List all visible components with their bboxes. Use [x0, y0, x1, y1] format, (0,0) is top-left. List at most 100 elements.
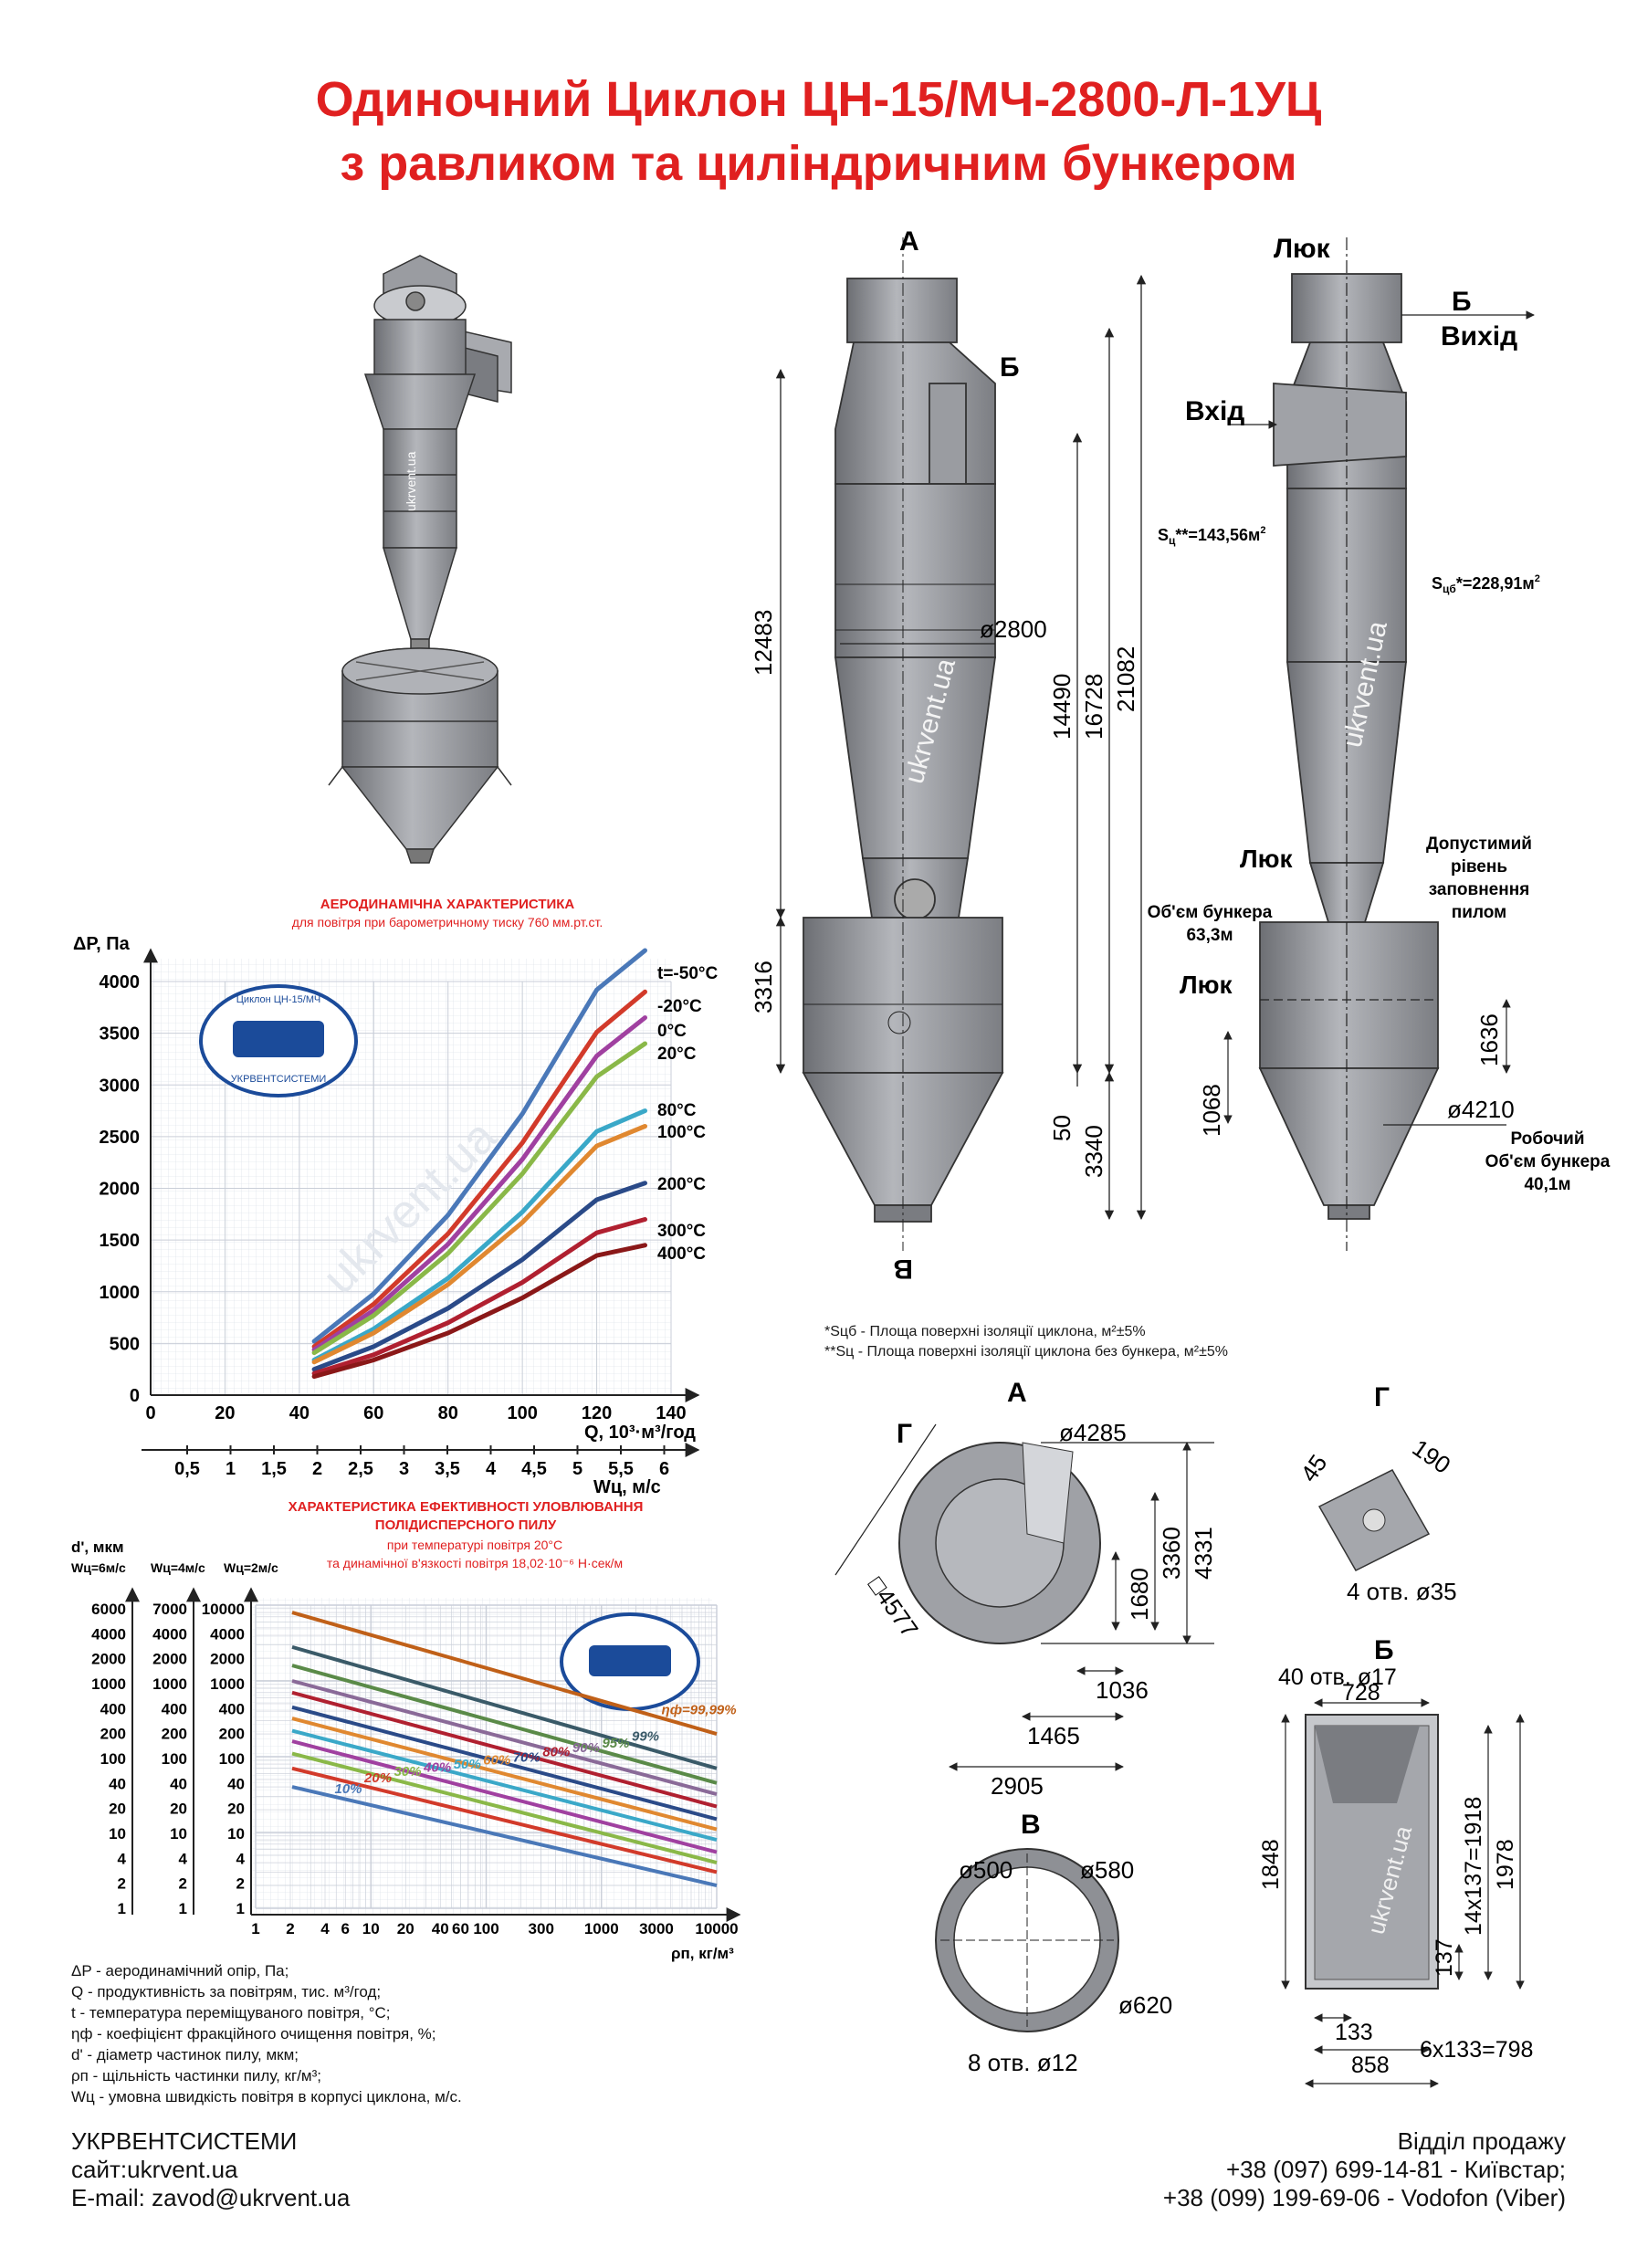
- front-view: А В Б ø2800 12483 3316 14490 16728 21082…: [750, 226, 1147, 1284]
- eff-title: ХАРАКТЕРИСТИКА ЕФЕКТИВНОСТІ УЛОВЛЮВАННЯ: [289, 1499, 644, 1515]
- symbol-legend: ΔP - аеродинамічний опір, Па; Q - продук…: [71, 1960, 462, 2107]
- sales-phone-2[interactable]: +38 (099) 199-69-06 - Vodofon (Viber): [1162, 2184, 1566, 2211]
- eff-ytick: 20: [170, 1801, 187, 1818]
- allowed-level-2: рівень: [1451, 857, 1507, 877]
- eff-ytick: 200: [162, 1726, 187, 1743]
- view-v-holes: 8 отв. ø12: [968, 2049, 1078, 2076]
- aero-x2tick: 2,5: [348, 1459, 373, 1479]
- eff-ytick: 10: [109, 1825, 126, 1843]
- bunker-volume-2: 63,3м: [1186, 926, 1233, 945]
- aero-x2tick: 3: [399, 1459, 409, 1479]
- eff-ytick: 1: [179, 1900, 187, 1917]
- dim-1068: 1068: [1198, 1084, 1225, 1137]
- eff-series-line: [291, 1705, 718, 1822]
- side-hatch-mid: Люк: [1240, 845, 1294, 873]
- view-a: А Г ø4285 □4577 3360 4331 1680 1036 1465…: [834, 1378, 1217, 1800]
- dim-1636: 1636: [1475, 1013, 1503, 1066]
- aero-series-label: 80°С: [657, 1101, 697, 1120]
- eff-ytick: 7000: [152, 1601, 187, 1618]
- aero-series-label: 400°С: [657, 1244, 706, 1264]
- eff-xtick: 1000: [584, 1920, 619, 1937]
- eff-series-label: 70%: [513, 1750, 540, 1766]
- eff-series-label: ηф=99,99%: [662, 1703, 737, 1718]
- dim-3360: 3360: [1158, 1527, 1185, 1580]
- aero-xtick: 140: [656, 1403, 686, 1423]
- eff-ytick: 4: [236, 1850, 246, 1867]
- company-email[interactable]: E-mail: zavod@ukrvent.ua: [71, 2184, 351, 2211]
- eff-xtick: 4: [320, 1920, 330, 1937]
- dim-45: 45: [1295, 1450, 1332, 1487]
- view-v-label: В: [1021, 1810, 1041, 1840]
- aero-series-line: [311, 1041, 647, 1356]
- aero-series-label: 100°С: [657, 1123, 706, 1142]
- aero-x2tick: 0,5: [174, 1459, 200, 1479]
- aero-series-label: 200°С: [657, 1175, 706, 1194]
- dim-12483: 12483: [750, 610, 777, 676]
- aero-series-label: t=-50°С: [657, 964, 718, 983]
- eff-ytick: 400: [162, 1700, 187, 1717]
- eff-ytick: 1000: [152, 1675, 187, 1693]
- eff-ytick: 100: [100, 1750, 126, 1768]
- working-volume-3: 40,1м: [1524, 1175, 1570, 1194]
- aero-series-label: 20°С: [657, 1045, 697, 1064]
- aero-series-line: [311, 1124, 647, 1365]
- aero-xtick: 120: [582, 1403, 612, 1423]
- aero-ytick: 3000: [100, 1076, 141, 1096]
- dim-2905: 2905: [991, 1772, 1044, 1800]
- eff-ytick: 100: [219, 1750, 245, 1768]
- sales-title: Відділ продажу: [1397, 2127, 1566, 2155]
- view-v-d620: ø620: [1118, 1991, 1172, 2019]
- side-hatch-top: Люк: [1274, 234, 1331, 264]
- view-v-d580: ø580: [1080, 1856, 1134, 1884]
- eff-ytick: 1000: [91, 1675, 126, 1693]
- eff-ytick: 1000: [210, 1675, 245, 1693]
- aero-xtick: 40: [289, 1403, 310, 1423]
- eff-col1: Wц=6м/с: [71, 1560, 126, 1575]
- eff-series-line: [291, 1690, 718, 1809]
- eff-series-line: [291, 1751, 718, 1864]
- eff-xtick: 300: [529, 1920, 554, 1937]
- side-hatch-low: Люк: [1180, 971, 1233, 999]
- allowed-level-1: Допустимий: [1426, 835, 1532, 854]
- aero-badge: Циклон ЦН-15/МЧ УКРВЕНТСИСТЕМИ: [199, 984, 358, 1097]
- aero-x2tick: 5: [572, 1459, 582, 1479]
- eff-subtitle2: та динамічної в'язкості повітря 18,02·10…: [327, 1556, 623, 1570]
- isometric-cyclone-view: [328, 255, 512, 864]
- eff-xtick: 3000: [639, 1920, 674, 1937]
- dim-1036: 1036: [1096, 1676, 1149, 1704]
- company-site[interactable]: сайт:ukrvent.ua: [71, 2156, 238, 2183]
- eff-ytick: 200: [219, 1726, 245, 1743]
- view-b-holes: 40 отв. ø17: [1278, 1664, 1397, 1690]
- dim-16728: 16728: [1080, 674, 1107, 740]
- eff-ytick: 1: [118, 1900, 126, 1917]
- eff-col2: Wц=4м/с: [151, 1560, 205, 1575]
- eff-series-label: 60%: [483, 1753, 510, 1769]
- eff-series-line: [291, 1679, 718, 1797]
- legend-line-3: t - температура переміщуваного повітря, …: [71, 2004, 391, 2021]
- eff-title2: ПОЛІДИСПЕРСНОГО ПИЛУ: [375, 1517, 557, 1533]
- aero-chart-subtitle: для повітря при барометричному тиску 760…: [292, 915, 603, 929]
- footer-sales: Відділ продажу +38 (097) 699-14-81 - Киї…: [1163, 2127, 1566, 2212]
- dim-6x133: 6x133=798: [1420, 2037, 1533, 2063]
- eff-series-label: 30%: [394, 1764, 422, 1780]
- eff-chart: ХАРАКТЕРИСТИКА ЕФЕКТИВНОСТІ УЛОВЛЮВАННЯ …: [71, 1499, 741, 1962]
- sales-phone-1[interactable]: +38 (097) 699-14-81 - Київстар;: [1225, 2156, 1566, 2183]
- front-label-v: В: [893, 1254, 913, 1284]
- view-v: В ø500 ø580 ø620 8 отв. ø12: [935, 1810, 1172, 2076]
- aero-series-line: [311, 1181, 647, 1372]
- view-g-holes: 4 отв. ø35: [1347, 1578, 1457, 1605]
- eff-series-line: [291, 1644, 718, 1770]
- eff-xlabel: ρп, кг/м³: [671, 1945, 734, 1962]
- eff-xtick: 6: [341, 1920, 350, 1937]
- eff-ytick: 4: [179, 1850, 188, 1867]
- iso-watermark: ukrvent.ua: [404, 451, 418, 511]
- eff-series-line: [291, 1785, 718, 1887]
- footnote-2: **Sц - Площа поверхні ізоляції циклона б…: [824, 1344, 1228, 1360]
- eff-ytick: 4000: [91, 1625, 126, 1643]
- legend-line-2: Q - продуктивність за повітрям, тис. м³/…: [71, 1983, 382, 2000]
- aero-x2tick: 2: [312, 1459, 322, 1479]
- eff-xtick: 60: [452, 1920, 469, 1937]
- allowed-level-3: заповнення: [1429, 880, 1530, 899]
- eff-series-label: 20%: [363, 1770, 392, 1786]
- aero-xlabel: Q, 10³·м³/год: [584, 1423, 696, 1443]
